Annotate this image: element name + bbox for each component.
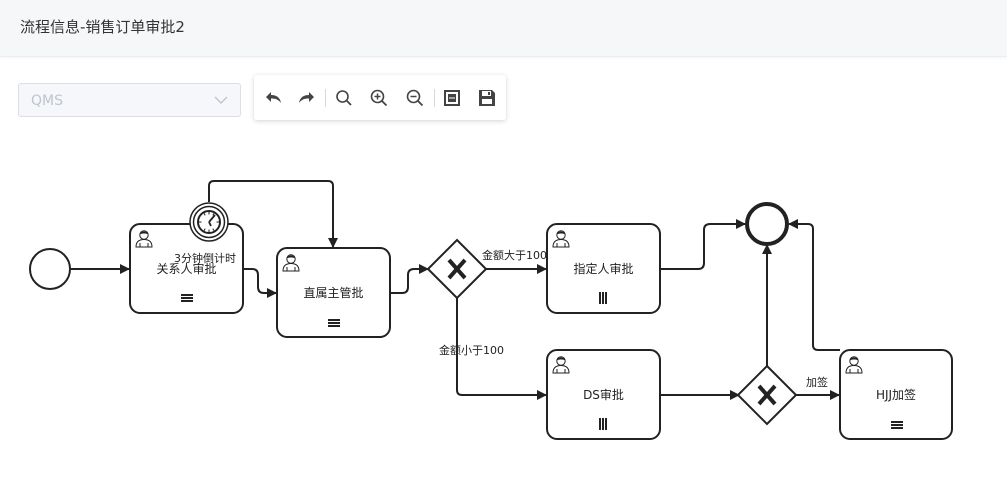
task-ds-approval[interactable]: DS审批 bbox=[546, 349, 661, 440]
edge-label-countersign: 加签 bbox=[806, 375, 828, 389]
exclusive-gateway-amount[interactable] bbox=[426, 238, 488, 300]
toolbar-divider bbox=[434, 89, 435, 107]
edge-label-amount-lt: 金额小于100 bbox=[439, 343, 504, 357]
timer-boundary-event[interactable] bbox=[189, 202, 229, 242]
system-select[interactable]: QMS bbox=[18, 83, 241, 117]
fit-image-icon[interactable] bbox=[441, 87, 463, 109]
parallel-multi-instance-icon bbox=[599, 417, 607, 431]
task-hjj-countersign-label: HJJ加签 bbox=[876, 387, 916, 402]
task-related-approval-label: 关系人审批 bbox=[156, 261, 216, 276]
flow-related-to-supervisor[interactable] bbox=[243, 268, 277, 298]
flow-gateway-to-ds[interactable] bbox=[456, 298, 547, 400]
timer-label: 3分钟倒计时 bbox=[174, 251, 236, 265]
zoom-out-icon[interactable] bbox=[404, 87, 426, 109]
task-hjj-countersign[interactable]: HJJ加签 bbox=[839, 349, 953, 440]
toolbar-divider bbox=[325, 89, 326, 107]
page-header: 流程信息-销售订单审批2 bbox=[0, 0, 1007, 57]
zoom-in-icon[interactable] bbox=[368, 87, 390, 109]
chevron-down-icon bbox=[214, 96, 228, 104]
flow-hjj-to-end[interactable] bbox=[788, 219, 840, 351]
system-select-value: QMS bbox=[31, 93, 63, 109]
exclusive-gateway-countersign[interactable] bbox=[736, 364, 798, 426]
task-related-approval[interactable]: 关系人审批 bbox=[129, 223, 244, 314]
save-icon[interactable] bbox=[476, 87, 498, 109]
start-event[interactable] bbox=[29, 248, 71, 290]
page-title: 流程信息-销售订单审批2 bbox=[20, 18, 185, 36]
search-icon[interactable] bbox=[333, 87, 355, 109]
flow-supervisor-to-gateway[interactable] bbox=[390, 264, 429, 294]
sequential-multi-instance-icon bbox=[327, 319, 341, 327]
flow-timer-to-supervisor[interactable] bbox=[208, 180, 338, 248]
flow-designated-to-end[interactable] bbox=[661, 219, 746, 270]
task-ds-approval-label: DS审批 bbox=[583, 387, 624, 402]
end-event[interactable] bbox=[745, 202, 789, 246]
task-direct-supervisor[interactable]: 直属主管批 bbox=[276, 247, 391, 338]
parallel-multi-instance-icon bbox=[599, 291, 607, 305]
edge-label-amount-gt: 金额大于100 bbox=[482, 248, 547, 262]
sequential-multi-instance-icon bbox=[180, 294, 194, 302]
task-designated-approval[interactable]: 指定人审批 bbox=[546, 223, 661, 314]
undo-icon[interactable] bbox=[262, 87, 284, 109]
redo-icon[interactable] bbox=[296, 87, 318, 109]
task-direct-supervisor-label: 直属主管批 bbox=[303, 285, 363, 300]
task-designated-approval-label: 指定人审批 bbox=[573, 261, 633, 276]
sequential-multi-instance-icon bbox=[890, 421, 904, 429]
diagram-toolbar bbox=[254, 75, 506, 120]
